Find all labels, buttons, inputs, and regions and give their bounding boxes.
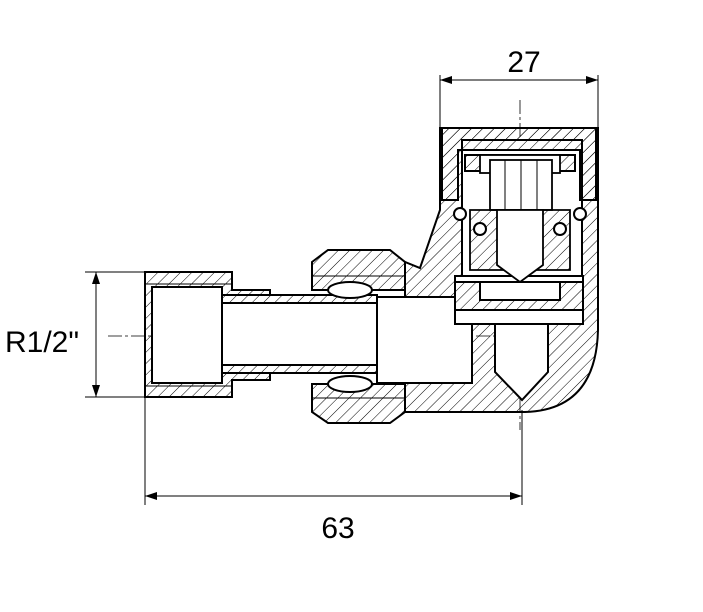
union-nut [311,249,406,424]
dimension-top-width: 27 [439,46,599,128]
dimension-thread-size-label: R1/2" [5,326,79,359]
dimension-overall-length: 63 [144,392,523,545]
valve-disc [454,281,584,311]
connecting-tube [221,294,378,374]
dimension-overall-length-label: 63 [321,512,354,545]
valve-stem [469,154,571,284]
dimension-top-width-label: 27 [507,46,540,79]
dimension-thread-size: R1/2" [5,271,148,398]
o-rings [453,207,587,236]
